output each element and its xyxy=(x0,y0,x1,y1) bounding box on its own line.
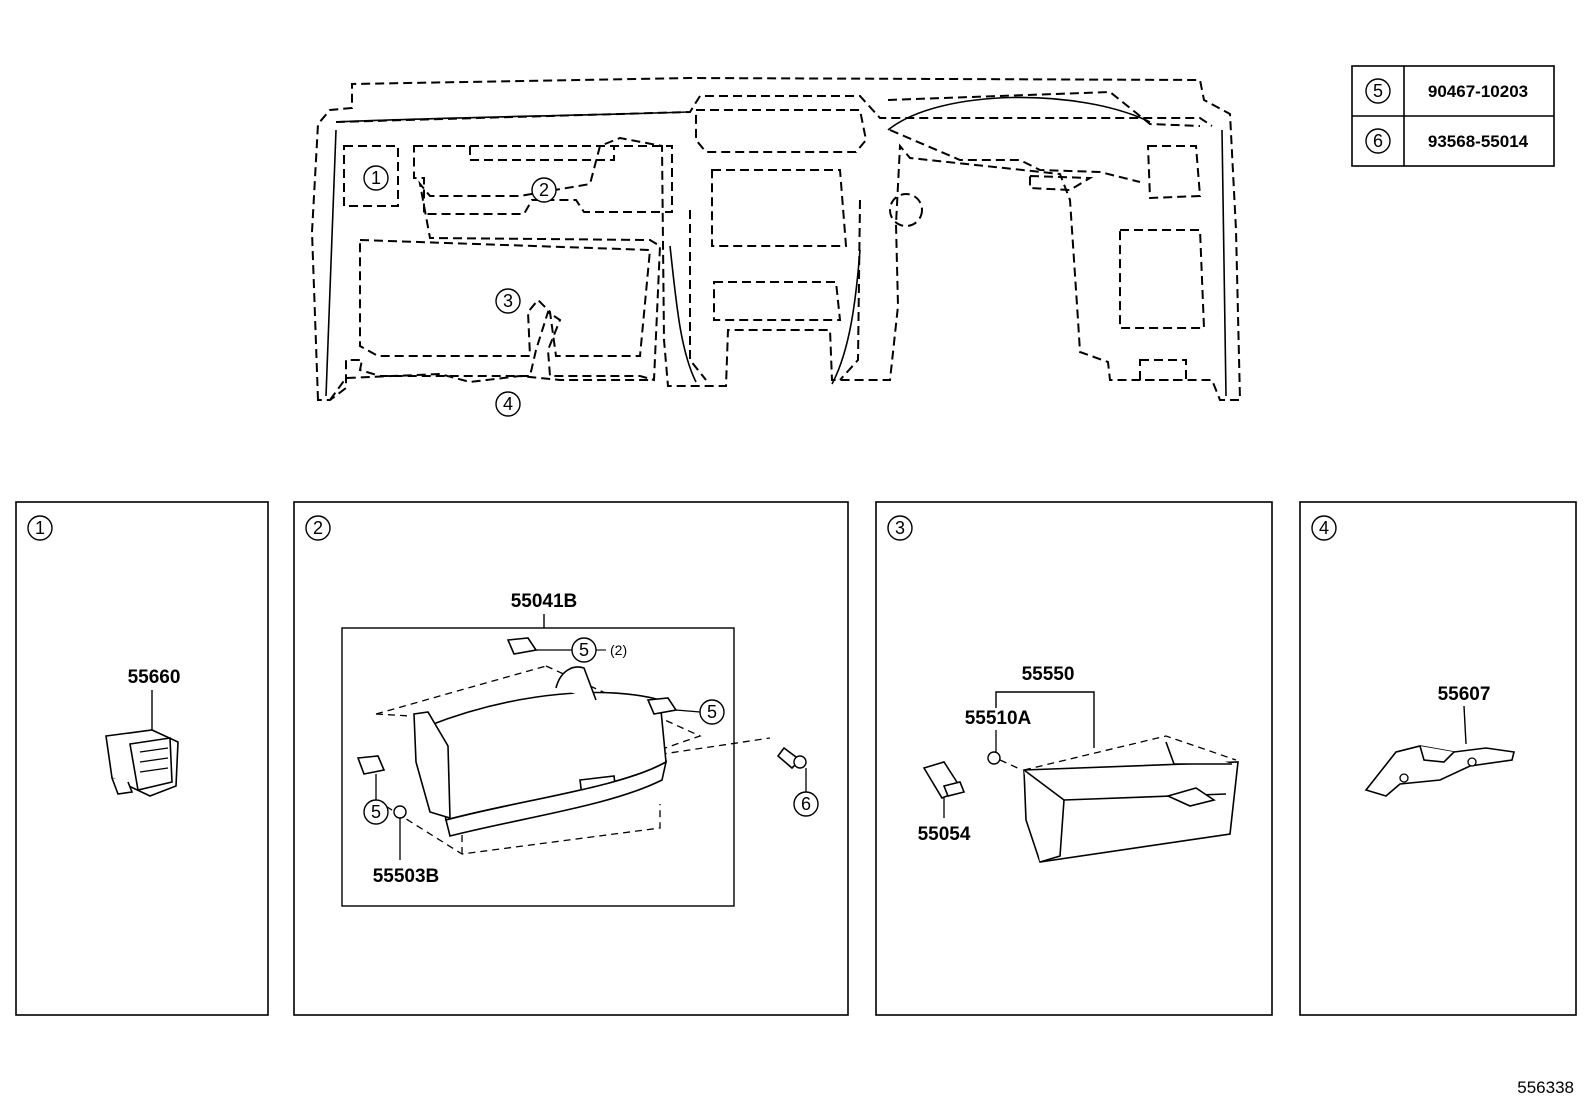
area-marker-2: 2 xyxy=(531,177,557,203)
part-label-55510A: 55510A xyxy=(965,708,1032,729)
svg-text:5: 5 xyxy=(707,702,717,722)
svg-text:4: 4 xyxy=(503,394,513,414)
instrument-panel-overview xyxy=(310,76,1242,401)
part-label-55660: 55660 xyxy=(128,667,181,688)
legend-part-number: 90467-10203 xyxy=(1428,82,1528,101)
callout-5-left: 5 xyxy=(363,799,389,825)
quantity-note: (2) xyxy=(610,642,627,658)
area-marker-1: 1 xyxy=(363,165,389,191)
fastener-legend-table: 5 90467-10203 6 93568-55014 xyxy=(1351,65,1555,167)
glove-compartment-illustration xyxy=(1023,735,1239,863)
legend-row-6: 6 93568-55014 xyxy=(1365,128,1529,154)
svg-text:1: 1 xyxy=(371,168,381,188)
svg-text:6: 6 xyxy=(801,794,811,814)
part-label-55041B: 55041B xyxy=(511,591,578,612)
svg-text:6: 6 xyxy=(1373,131,1383,151)
panel-marker: 3 xyxy=(895,518,905,538)
panel-marker: 2 xyxy=(313,518,323,538)
svg-text:2: 2 xyxy=(539,180,549,200)
callout-5-upper: 5 xyxy=(571,637,597,663)
area-marker-4: 4 xyxy=(495,391,521,417)
svg-text:5: 5 xyxy=(371,802,381,822)
svg-text:5: 5 xyxy=(579,640,589,660)
side-vent-register-illustration xyxy=(105,729,179,797)
panel-marker: 4 xyxy=(1319,518,1329,538)
glove-box-door-illustration xyxy=(413,666,668,837)
overview-area-markers: 1 2 3 4 xyxy=(363,165,557,417)
svg-text:3: 3 xyxy=(503,291,513,311)
part-label-55503B: 55503B xyxy=(373,866,440,887)
assembly-subframe xyxy=(341,627,735,907)
detail-panel-2: 2 55041B xyxy=(293,501,849,1016)
lower-panel-bracket-illustration xyxy=(1364,745,1515,797)
legend-part-number: 93568-55014 xyxy=(1428,132,1529,151)
part-label-55607: 55607 xyxy=(1438,684,1491,705)
part-label-55550: 55550 xyxy=(1022,664,1075,685)
callout-5-right: 5 xyxy=(699,699,725,725)
panel-marker: 1 xyxy=(35,518,45,538)
stopper-illustration xyxy=(393,805,407,819)
detail-panel-4: 4 55607 xyxy=(1299,501,1577,1016)
illustration-number: 556338 xyxy=(1517,1078,1574,1097)
light-switch-illustration xyxy=(922,761,966,799)
detail-panel-1: 1 55660 xyxy=(15,501,269,1016)
clip-upper-illustration xyxy=(506,637,538,655)
detail-panel-3: 3 55550 55510A 55054 xyxy=(875,501,1273,1016)
part-label-55054: 55054 xyxy=(918,824,971,845)
clip-left-illustration xyxy=(356,755,386,775)
clip-right-illustration xyxy=(646,697,678,715)
callout-6: 6 xyxy=(793,791,819,817)
svg-text:5: 5 xyxy=(1373,81,1383,101)
legend-row-5: 5 90467-10203 xyxy=(1365,78,1528,104)
damper-clip-illustration xyxy=(987,751,1001,765)
area-marker-3: 3 xyxy=(495,288,521,314)
screw-illustration xyxy=(776,746,807,770)
